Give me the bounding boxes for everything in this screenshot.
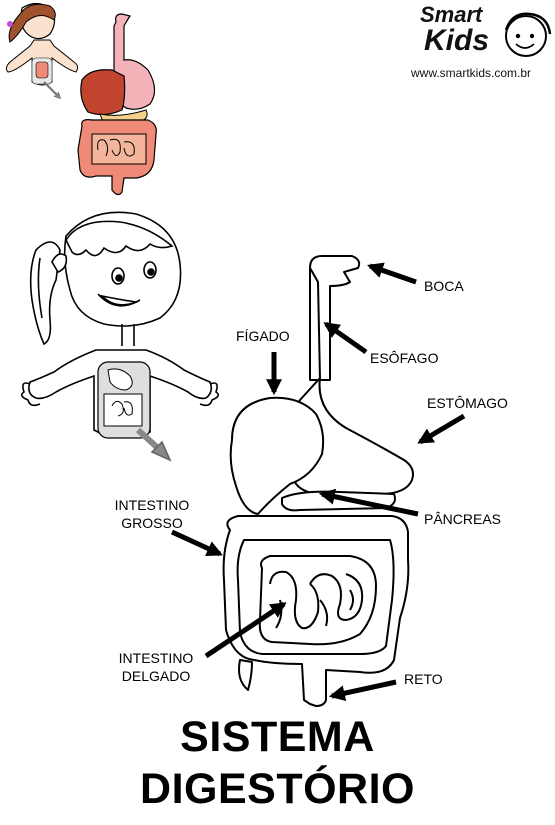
label-arrows — [170, 262, 466, 702]
digestive-system-outline — [222, 255, 414, 707]
arrow-boca — [366, 262, 417, 285]
title-line-2: DIGESTÓRIO — [140, 765, 415, 813]
arrow-intestino-grosso — [170, 529, 223, 557]
esophagus-shape — [309, 255, 361, 381]
logo-text-smart: Smart — [420, 2, 483, 27]
label-figado: FÍGADO — [236, 328, 290, 344]
label-intestino-grosso-1: INTESTINO — [114, 497, 190, 513]
label-intestino-delgado-1: INTESTINO — [118, 650, 194, 666]
label-boca: BOCA — [424, 278, 464, 294]
website-link[interactable]: www.smartkids.com.br — [411, 66, 532, 80]
label-intestino-delgado-2: DELGADO — [121, 668, 191, 684]
arrow-esofago — [323, 321, 368, 355]
outline-girl-illustration — [20, 211, 220, 462]
arrow-estomago — [417, 413, 466, 445]
label-estomago: ESTÔMAGO — [427, 395, 508, 411]
smart-kids-mascot-icon — [504, 12, 552, 57]
colored-girl-illustration — [5, 2, 79, 100]
arrow-pancreas — [318, 488, 419, 517]
label-pancreas: PÂNCREAS — [424, 511, 502, 527]
label-intestino-grosso-2: GROSSO — [121, 515, 183, 531]
liver-shape — [229, 396, 325, 515]
colored-digestive-system — [77, 13, 157, 196]
label-esofago: ESÔFAGO — [370, 350, 439, 366]
arrow-intestino-delgado — [204, 601, 287, 659]
arrow-reto — [328, 679, 397, 702]
smart-kids-logo[interactable]: Smart Kids — [418, 2, 553, 64]
logo-text-kids: Kids — [424, 24, 490, 57]
label-reto: RETO — [404, 671, 443, 687]
small-intestine-shape — [258, 555, 377, 646]
title-line-1: SISTEMA — [180, 713, 375, 761]
